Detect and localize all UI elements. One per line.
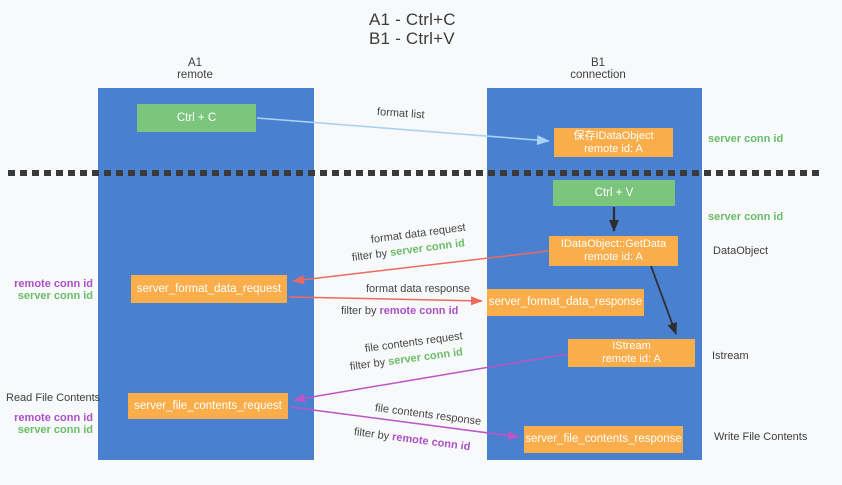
lane-a1-subtitle: remote — [177, 69, 213, 81]
node-server-file-contents-request: server_file_contents_request — [128, 393, 288, 419]
side-label-server-conn-id-mid: server conn id — [708, 211, 784, 223]
edge-label-filter-by-remote-conn-id-2: filter by remote conn id — [353, 426, 472, 454]
side-label-dataobject: DataObject — [713, 245, 769, 257]
session-separator-line — [8, 170, 823, 176]
node-idataobject-getdata-line2: remote id: A — [584, 251, 643, 263]
left-server-conn-id-2: server conn id — [17, 424, 93, 436]
left-label-conn-ids-file: remote conn id server conn id — [6, 412, 93, 436]
node-server-file-contents-response: server_file_contents_response — [524, 426, 683, 453]
node-ctrl-v-label: Ctrl + V — [594, 186, 634, 199]
diagram-title: A1 - Ctrl+C B1 - Ctrl+V — [369, 10, 456, 48]
lane-b1-name: B1 — [590, 57, 606, 69]
node-save-idataobject: 保存IDataObject remote id: A — [554, 128, 673, 157]
side-label-write-file-contents: Write File Contents — [714, 431, 808, 443]
left-label-conn-ids-format: remote conn id server conn id — [6, 278, 93, 302]
node-ctrl-v: Ctrl + V — [553, 180, 675, 206]
title-line-1: A1 - Ctrl+C — [369, 10, 456, 29]
node-ctrl-c-label: Ctrl + C — [176, 111, 217, 124]
lane-header-a1: A1 remote — [140, 57, 250, 81]
lane-b1-subtitle: connection — [570, 69, 626, 81]
node-server-file-contents-request-label: server_file_contents_request — [134, 399, 282, 412]
edge-label-format-data-response: format data response — [366, 283, 470, 295]
lane-header-b1: B1 connection — [543, 57, 653, 81]
node-idataobject-getdata: IDataObject::GetData remote id: A — [549, 236, 678, 266]
node-server-format-data-request-label: server_format_data_request — [136, 282, 282, 295]
side-label-istream: Istream — [712, 350, 749, 362]
node-server-format-data-response: server_format_data_response — [487, 289, 644, 316]
edge-label-file-contents-response: file contents response — [374, 402, 482, 428]
remote-conn-id-highlight: remote conn id — [391, 431, 472, 454]
left-remote-conn-id-1: remote conn id — [14, 278, 93, 290]
lane-a1-name: A1 — [187, 57, 203, 69]
node-istream-line1: IStream — [612, 340, 651, 352]
node-server-format-data-request: server_format_data_request — [131, 275, 287, 303]
side-label-server-conn-id-top: server conn id — [708, 133, 784, 145]
node-save-idataobject-line1: 保存IDataObject — [573, 129, 654, 142]
node-istream: IStream remote id: A — [568, 339, 695, 367]
node-ctrl-c: Ctrl + C — [137, 104, 256, 132]
arrow-format-data-response — [288, 296, 483, 306]
node-server-format-data-response-label: server_format_data_response — [488, 296, 643, 308]
left-server-conn-id-1: server conn id — [17, 290, 93, 302]
left-label-read-file-contents: Read File Contents — [6, 392, 101, 404]
node-idataobject-getdata-line1: IDataObject::GetData — [560, 238, 667, 250]
title-line-2: B1 - Ctrl+V — [369, 29, 455, 48]
remote-conn-id-highlight: remote conn id — [379, 305, 459, 317]
edge-label-filter-by-remote-conn-id-1: filter by remote conn id — [341, 305, 459, 317]
edge-label-filter-by-server-conn-id-1: filter by server conn id — [351, 237, 466, 264]
node-save-idataobject-line2: remote id: A — [584, 142, 643, 155]
node-server-file-contents-response-label: server_file_contents_response — [525, 433, 682, 445]
edge-label-format-list: format list — [376, 106, 425, 122]
node-istream-line2: remote id: A — [602, 353, 661, 365]
left-remote-conn-id-2: remote conn id — [14, 412, 93, 424]
